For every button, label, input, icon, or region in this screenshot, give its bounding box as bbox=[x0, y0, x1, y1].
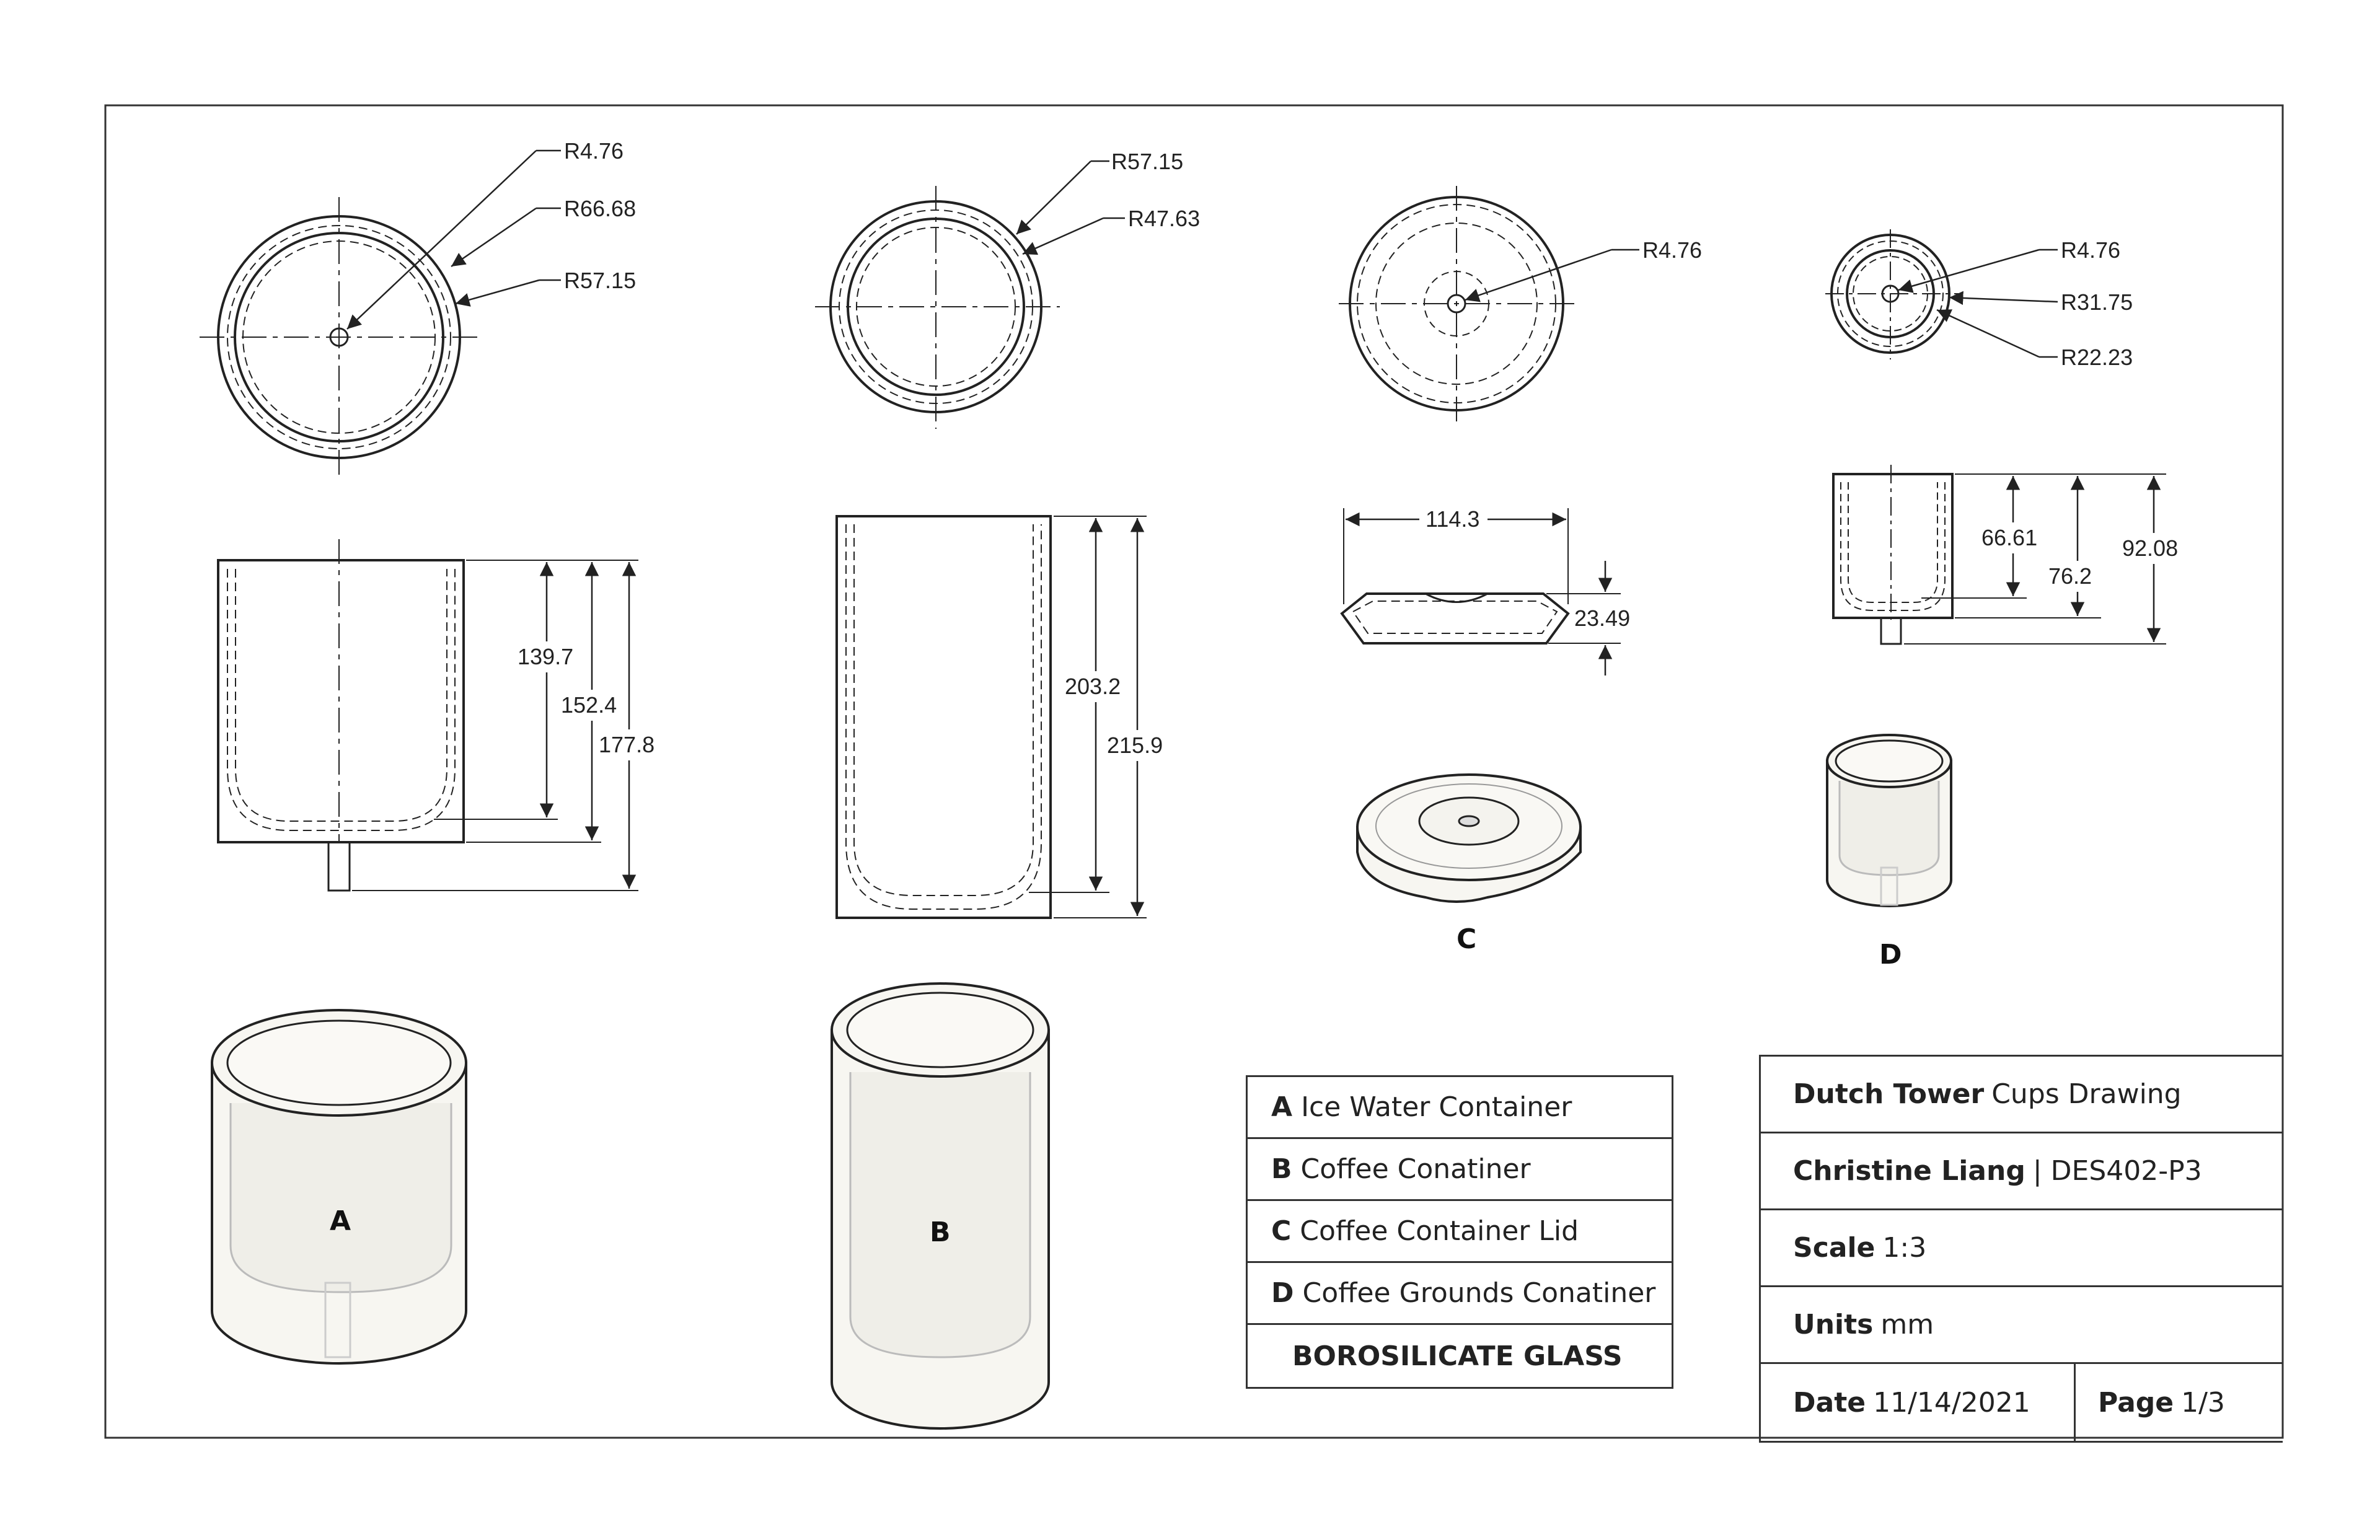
date-value: 11/14/2021 bbox=[1873, 1386, 2030, 1419]
units-value: mm bbox=[1880, 1309, 1934, 1340]
course-code: | DES402-P3 bbox=[2032, 1155, 2202, 1187]
part-d-top-view bbox=[1825, 229, 2058, 359]
legend-key: C bbox=[1271, 1215, 1292, 1247]
dim-b-inner-radius: R47.63 bbox=[1128, 206, 1200, 231]
page-label: Page bbox=[2098, 1386, 2174, 1419]
legend-key: A bbox=[1271, 1091, 1293, 1123]
legend-text: Coffee Container Lid bbox=[1300, 1215, 1579, 1247]
dim-a-height-3: 177.8 bbox=[599, 732, 654, 757]
part-c-side-view bbox=[1340, 508, 1621, 675]
legend-text: Coffee Grounds Conatiner bbox=[1302, 1277, 1656, 1309]
part-a-top-view bbox=[200, 149, 561, 478]
dim-c-height: 23.49 bbox=[1574, 605, 1630, 631]
part-b-side-view bbox=[835, 515, 1147, 919]
part-b-top-view bbox=[815, 160, 1125, 429]
part-b-iso-view bbox=[831, 982, 1050, 1430]
dim-c-hole-radius: R4.76 bbox=[1642, 237, 1702, 263]
dim-d-outer-radius: R31.75 bbox=[2061, 289, 2133, 315]
dim-a-inner-radius: R57.15 bbox=[564, 268, 636, 293]
dim-d-inner-radius: R22.23 bbox=[2061, 345, 2133, 370]
part-c-label: C bbox=[1457, 923, 1476, 955]
legend-key: D bbox=[1271, 1277, 1294, 1309]
legend-text: Ice Water Container bbox=[1301, 1091, 1572, 1123]
dim-a-height-2: 152.4 bbox=[561, 692, 617, 718]
dim-d-hole-radius: R4.76 bbox=[2061, 237, 2120, 263]
part-d-label: D bbox=[1879, 939, 1902, 970]
part-a-side-view bbox=[217, 539, 638, 892]
dim-a-outer-radius: R66.68 bbox=[564, 196, 636, 221]
dim-a-height-1: 139.7 bbox=[518, 644, 573, 669]
part-d-iso-view bbox=[1826, 734, 1952, 907]
date-label: Date bbox=[1793, 1386, 1866, 1419]
dim-b-outer-radius: R57.15 bbox=[1111, 149, 1183, 174]
part-c-iso-view bbox=[1356, 773, 1582, 903]
scale-label: Scale bbox=[1793, 1232, 1875, 1264]
part-a-label: A bbox=[330, 1205, 351, 1237]
dim-d-height-2: 76.2 bbox=[2048, 563, 2092, 589]
page-value: 1/3 bbox=[2181, 1386, 2225, 1419]
title-block-author: Christine Liang| DES402-P3 bbox=[1761, 1133, 2283, 1210]
part-c-top-view bbox=[1339, 186, 1639, 421]
dim-b-height-1: 203.2 bbox=[1065, 674, 1121, 699]
legend-material: BOROSILICATE GLASS bbox=[1292, 1340, 1623, 1372]
dim-a-hole-radius: R4.76 bbox=[564, 138, 624, 164]
part-b-label: B bbox=[930, 1217, 951, 1248]
author-name: Christine Liang bbox=[1793, 1155, 2025, 1187]
units-label: Units bbox=[1793, 1309, 1874, 1340]
dim-d-height-1: 66.61 bbox=[1981, 525, 2037, 550]
dim-d-height-3: 92.08 bbox=[2122, 535, 2178, 561]
part-d-side-view bbox=[1832, 465, 2166, 645]
scale-value: 1:3 bbox=[1882, 1232, 1927, 1264]
part-a-iso-view bbox=[211, 1009, 467, 1365]
legend-key: B bbox=[1271, 1153, 1292, 1185]
dim-b-height-2: 215.9 bbox=[1107, 733, 1163, 758]
legend-text: Coffee Conatiner bbox=[1300, 1153, 1531, 1185]
title-bold: Dutch Tower bbox=[1793, 1078, 1985, 1110]
title-rest: Cups Drawing bbox=[1991, 1078, 2182, 1110]
sheet-border bbox=[104, 104, 2284, 1439]
dim-c-width: 114.3 bbox=[1426, 506, 1479, 532]
